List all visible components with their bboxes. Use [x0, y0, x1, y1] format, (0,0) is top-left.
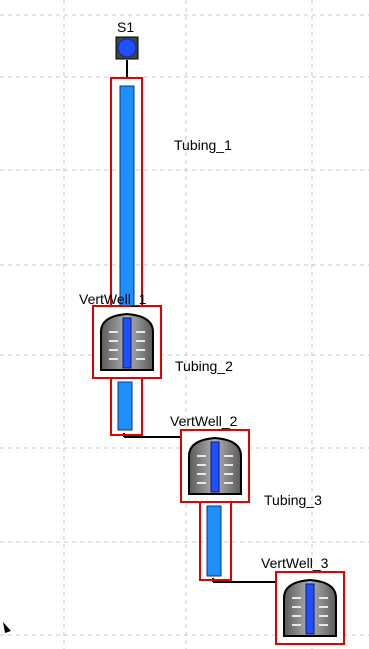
- tubing-1[interactable]: [110, 77, 143, 311]
- source-node-s1[interactable]: [115, 36, 139, 60]
- vertwell-1-node[interactable]: [92, 305, 162, 379]
- vertwell-2-label: VertWell_2: [170, 413, 238, 429]
- tubing-3-label: Tubing_3: [264, 492, 322, 508]
- connector-lines: [123, 60, 278, 583]
- vertwell-2-node[interactable]: [180, 429, 250, 503]
- vertwell-3-node[interactable]: [275, 571, 345, 645]
- tubing-2-label: Tubing_2: [175, 358, 233, 374]
- tubing-1-label: Tubing_1: [174, 137, 232, 153]
- vertwell-3-label: VertWell_3: [261, 555, 329, 571]
- cursor-icon: [3, 622, 11, 633]
- tubing-2[interactable]: [110, 376, 143, 436]
- tubing-3[interactable]: [199, 500, 232, 581]
- source-label: S1: [117, 19, 135, 35]
- vertwell-1-label: VertWell_1: [79, 291, 147, 307]
